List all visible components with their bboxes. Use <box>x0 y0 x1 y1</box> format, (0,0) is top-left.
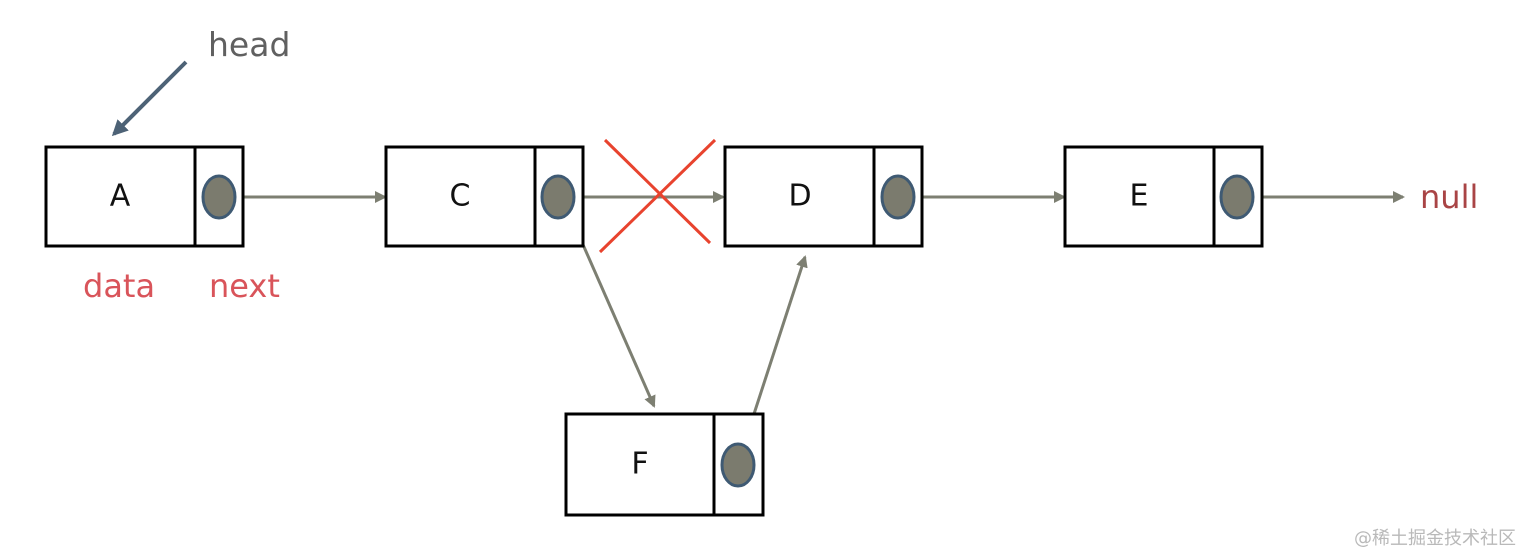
node-c-data: C <box>450 179 471 214</box>
watermark: @稀土掘金技术社区 <box>1354 528 1516 549</box>
node-a-data: A <box>110 179 131 214</box>
head-label: head <box>208 25 290 64</box>
node-f-data: F <box>631 447 648 482</box>
node-d: D <box>723 145 924 248</box>
head-arrow <box>111 60 188 137</box>
removed-link-cross <box>598 138 717 254</box>
node-e-data: E <box>1130 179 1149 214</box>
node-f: F <box>564 412 765 517</box>
data-annotation: data <box>83 267 155 305</box>
node-c-next-pointer <box>540 174 576 220</box>
node-e-next-pointer <box>1219 174 1255 220</box>
node-a: A <box>44 145 245 248</box>
node-f-next-pointer <box>720 442 756 488</box>
node-e: E <box>1063 145 1264 248</box>
next-annotation: next <box>209 267 280 305</box>
null-label: null <box>1420 178 1478 216</box>
node-c: C <box>384 145 585 248</box>
node-d-data: D <box>788 179 811 214</box>
node-d-next-pointer <box>880 174 916 220</box>
node-a-next-pointer <box>201 174 237 220</box>
